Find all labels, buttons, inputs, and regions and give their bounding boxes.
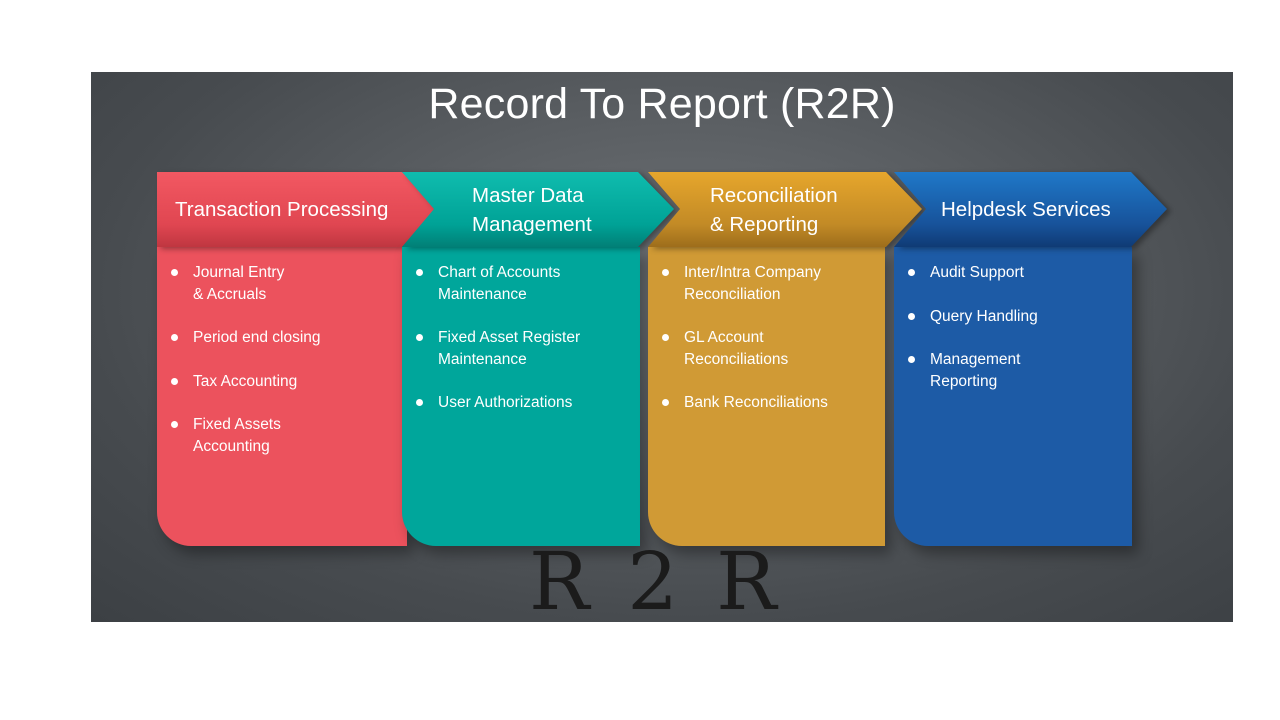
column-title: Transaction Processing — [175, 198, 389, 221]
column-body: Journal Entry & Accruals Period end clos… — [157, 247, 407, 546]
column-header: Reconciliation & Reporting — [648, 172, 930, 247]
item-list: Inter/Intra Company Reconciliation GL Ac… — [648, 262, 885, 436]
column-body: Inter/Intra Company Reconciliation GL Ac… — [648, 247, 885, 546]
list-item: Bank Reconciliations — [648, 392, 885, 414]
column-header: Transaction Processing — [157, 172, 439, 247]
list-item: Audit Support — [894, 262, 1132, 284]
logo-text: R2R — [529, 535, 815, 622]
slide: Record To Report (R2R) Journal Entry & A… — [91, 72, 1233, 622]
arrow-header-shape — [894, 172, 1167, 247]
list-item: Period end closing — [157, 327, 407, 349]
list-item: Chart of Accounts Maintenance — [402, 262, 640, 305]
list-item: Management Reporting — [894, 349, 1132, 392]
column-header: Master Data Management — [402, 172, 684, 247]
column-helpdesk-services: Audit Support Query Handling Management … — [894, 172, 1184, 546]
column-reconciliation-reporting: Inter/Intra Company Reconciliation GL Ac… — [648, 172, 938, 546]
arrow-header-shape — [402, 172, 674, 247]
column-transaction-processing: Journal Entry & Accruals Period end clos… — [157, 172, 447, 546]
list-item: Inter/Intra Company Reconciliation — [648, 262, 885, 305]
list-item: Tax Accounting — [157, 371, 407, 393]
column-title: Reconciliation & Reporting — [710, 183, 838, 236]
list-item: User Authorizations — [402, 392, 640, 414]
column-header: Helpdesk Services — [894, 172, 1176, 247]
list-item: Journal Entry & Accruals — [157, 262, 407, 305]
list-item: GL Account Reconciliations — [648, 327, 885, 370]
r2r-logo: R2R — [529, 542, 814, 622]
column-title: Helpdesk Services — [941, 198, 1111, 221]
arrow-header-shape — [648, 172, 922, 247]
column-body: Audit Support Query Handling Management … — [894, 247, 1132, 546]
item-list: Audit Support Query Handling Management … — [894, 262, 1132, 414]
column-master-data-management: Chart of Accounts Maintenance Fixed Asse… — [402, 172, 692, 546]
column-body: Chart of Accounts Maintenance Fixed Asse… — [402, 247, 640, 546]
item-list: Journal Entry & Accruals Period end clos… — [157, 262, 407, 479]
list-item: Query Handling — [894, 306, 1132, 328]
list-item: Fixed Assets Accounting — [157, 414, 407, 457]
list-item: Fixed Asset Register Maintenance — [402, 327, 640, 370]
column-title: Master Data Management — [472, 183, 592, 236]
arrow-header-shape — [157, 172, 437, 247]
slide-title: Record To Report (R2R) — [428, 80, 896, 128]
item-list: Chart of Accounts Maintenance Fixed Asse… — [402, 262, 640, 436]
